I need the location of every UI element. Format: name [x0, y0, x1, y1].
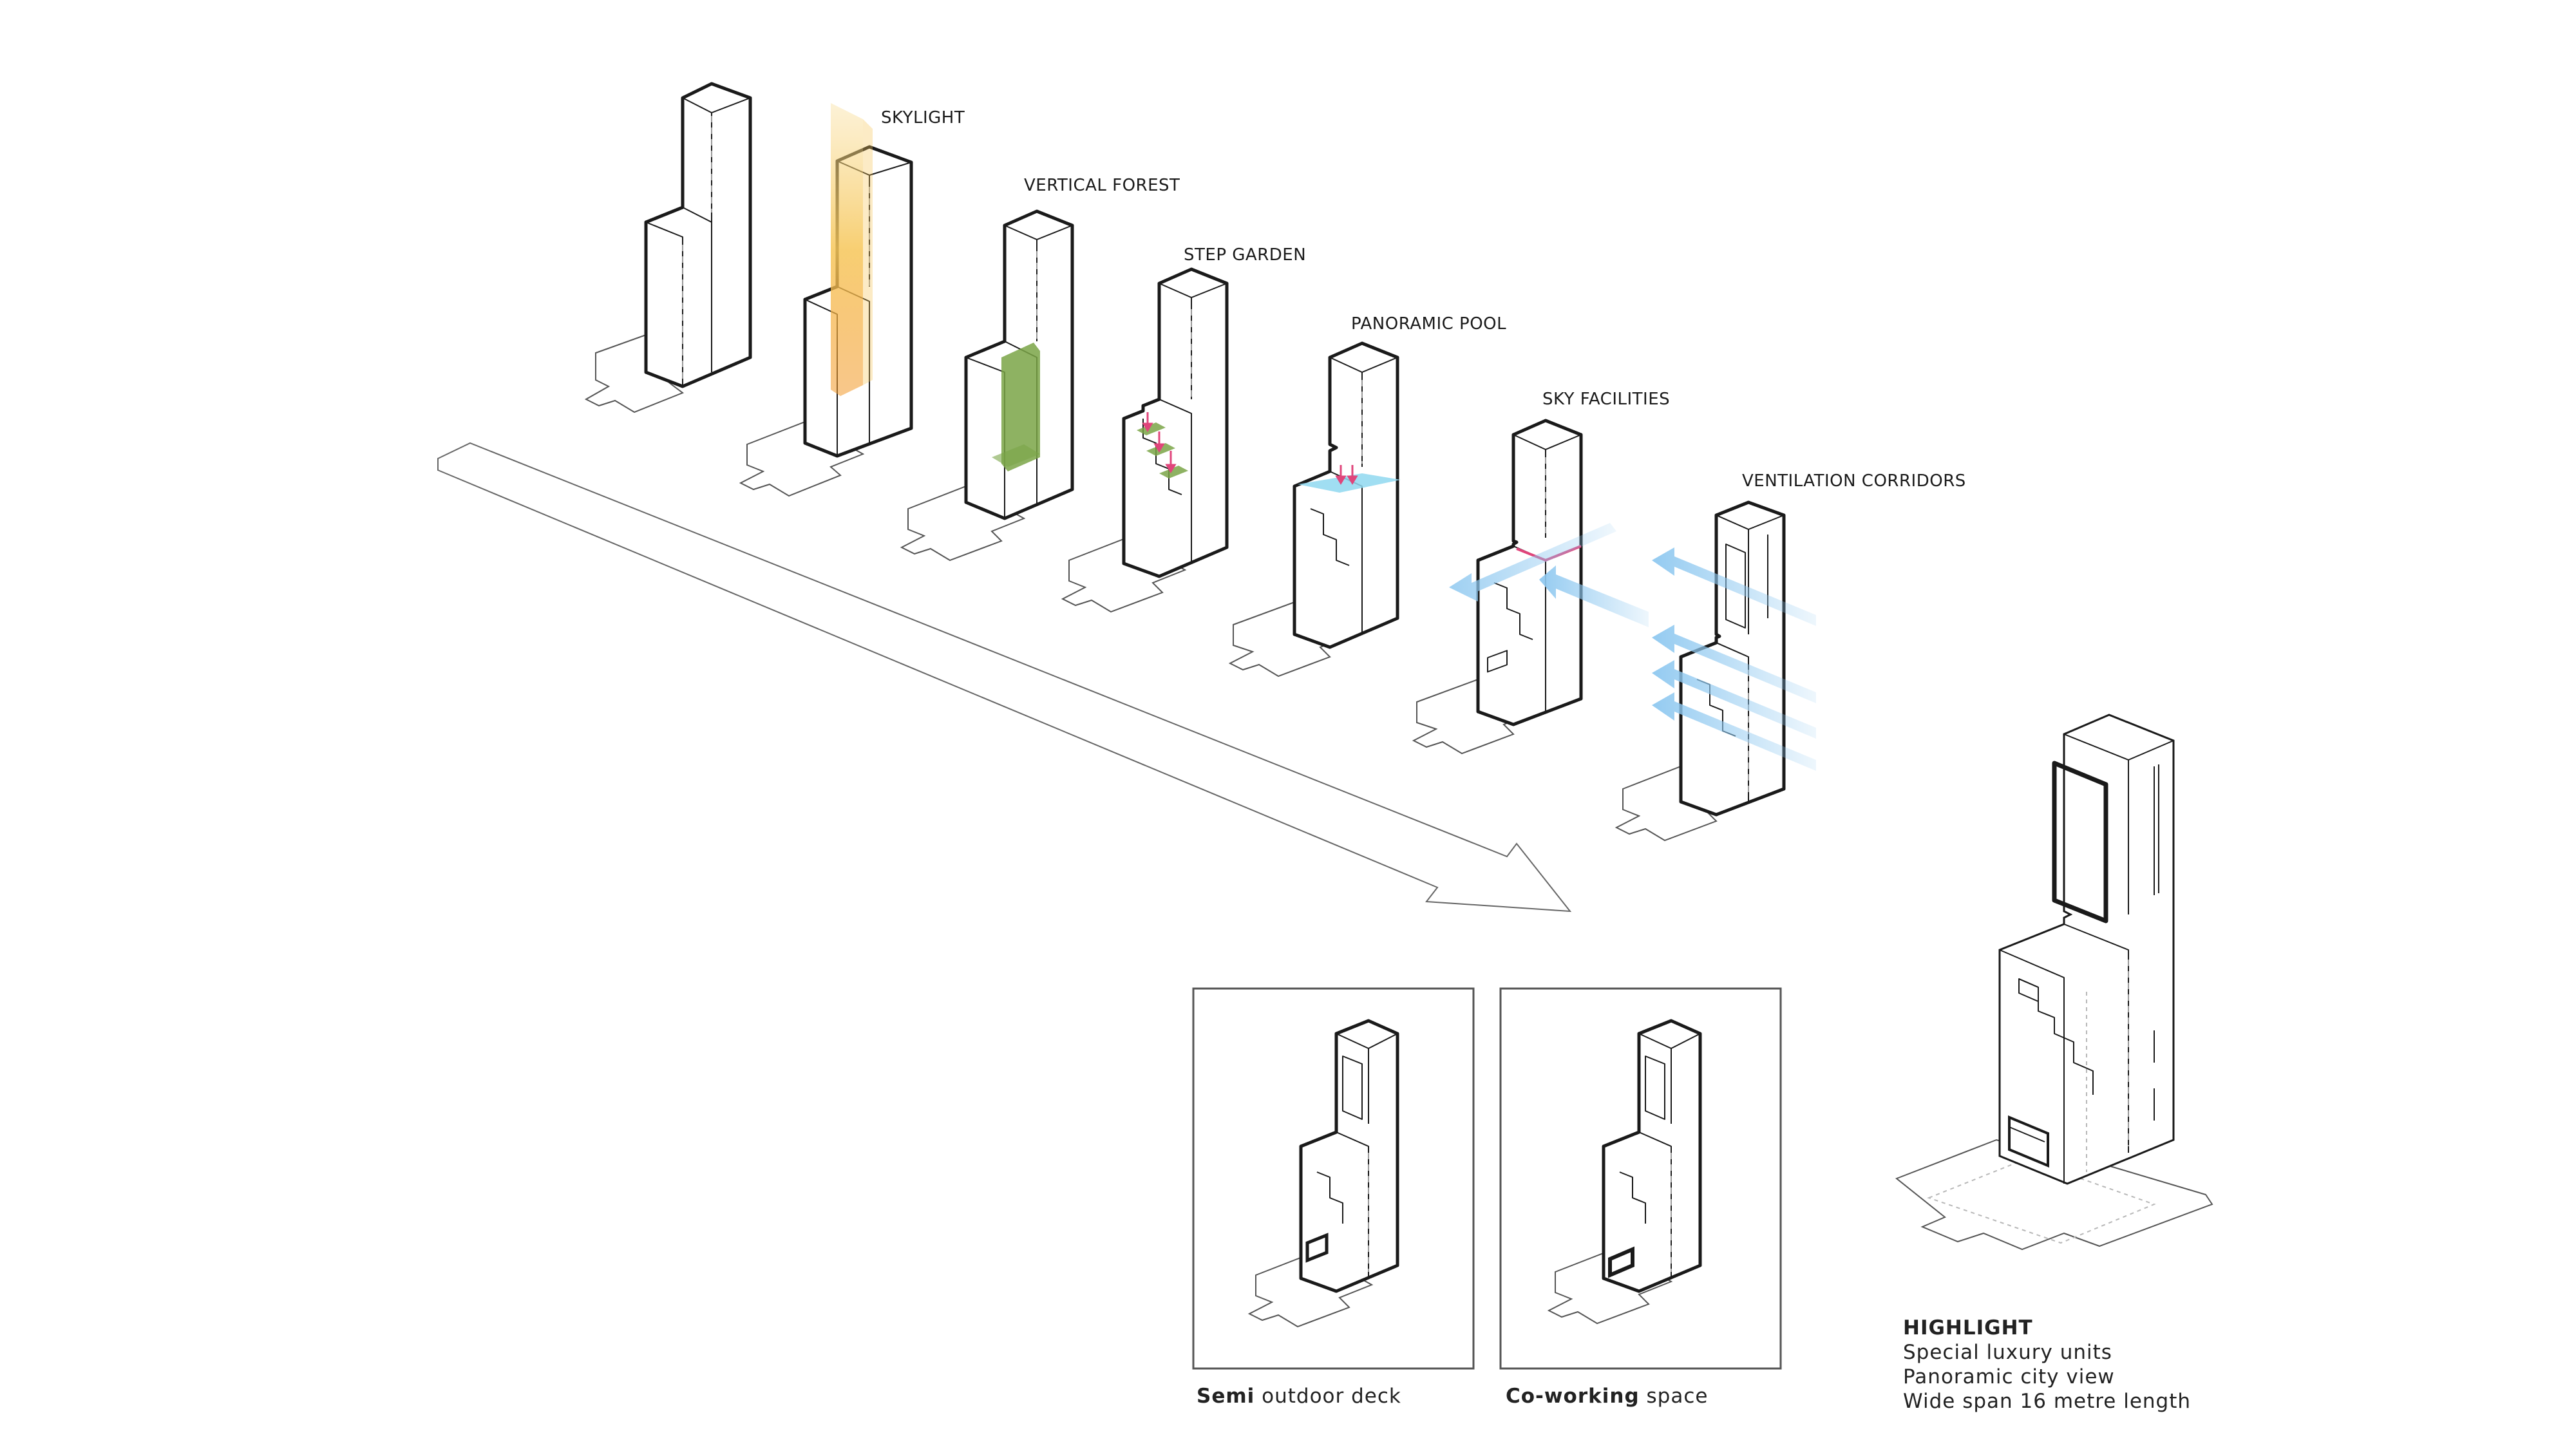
highlight-title: HIGHLIGHT: [1903, 1316, 2033, 1340]
stage-label-skylight: SKYLIGHT: [881, 108, 965, 128]
tower-base: [584, 82, 752, 413]
caption-bold: Co-working: [1506, 1385, 1640, 1408]
caption-rest: space: [1639, 1385, 1709, 1408]
caption-bold: Semi: [1197, 1385, 1255, 1408]
vertical-forest-floor: [992, 444, 1040, 467]
panel-co-working-space: [1499, 987, 1782, 1370]
caption-co-working-space: Co-working space: [1506, 1385, 1708, 1408]
skylight-beam-side: [863, 119, 873, 385]
tower-highlight: [1895, 714, 2213, 1251]
tower-vertical-forest: VERTICAL FOREST: [900, 176, 1180, 562]
highlight-notes: HIGHLIGHT Special luxury units Panoramic…: [1903, 1316, 2191, 1414]
skylight-beam: [831, 103, 863, 396]
stage-label-vertical-forest: VERTICAL FOREST: [1024, 176, 1180, 195]
vertical-forest-wall: [1001, 343, 1040, 471]
highlight-line: Wide span 16 metre length: [1903, 1390, 2192, 1413]
highlight-line: Panoramic city view: [1903, 1365, 2115, 1388]
luxury-units-frame: [2052, 761, 2108, 923]
stage-label-step-garden: STEP GARDEN: [1184, 245, 1306, 265]
wind-arrow: [1449, 523, 1616, 601]
panoramic-pool-band: [1298, 473, 1401, 493]
process-arrow: [437, 442, 1572, 913]
stage-label-sky-facilities: SKY FACILITIES: [1542, 390, 1670, 409]
tower-step-garden: STEP GARDEN: [1061, 245, 1306, 613]
tower-skylight: SKYLIGHT: [739, 103, 965, 497]
highlight-line: Special luxury units: [1903, 1341, 2112, 1364]
panel-semi-outdoor-deck: [1192, 987, 1475, 1370]
tower-ventilation-corridors: VENTILATION CORRIDORS: [1615, 471, 1966, 842]
tower-panoramic-pool: PANORAMIC POOL: [1228, 314, 1506, 677]
caption-semi-outdoor-deck: Semi outdoor deck: [1197, 1385, 1401, 1408]
tower-sky-facilities: SKY FACILITIES: [1412, 390, 1670, 755]
stage-label-panoramic-pool: PANORAMIC POOL: [1351, 314, 1506, 334]
stage-label-ventilation-corridors: VENTILATION CORRIDORS: [1742, 471, 1966, 491]
caption-rest: outdoor deck: [1255, 1385, 1401, 1408]
